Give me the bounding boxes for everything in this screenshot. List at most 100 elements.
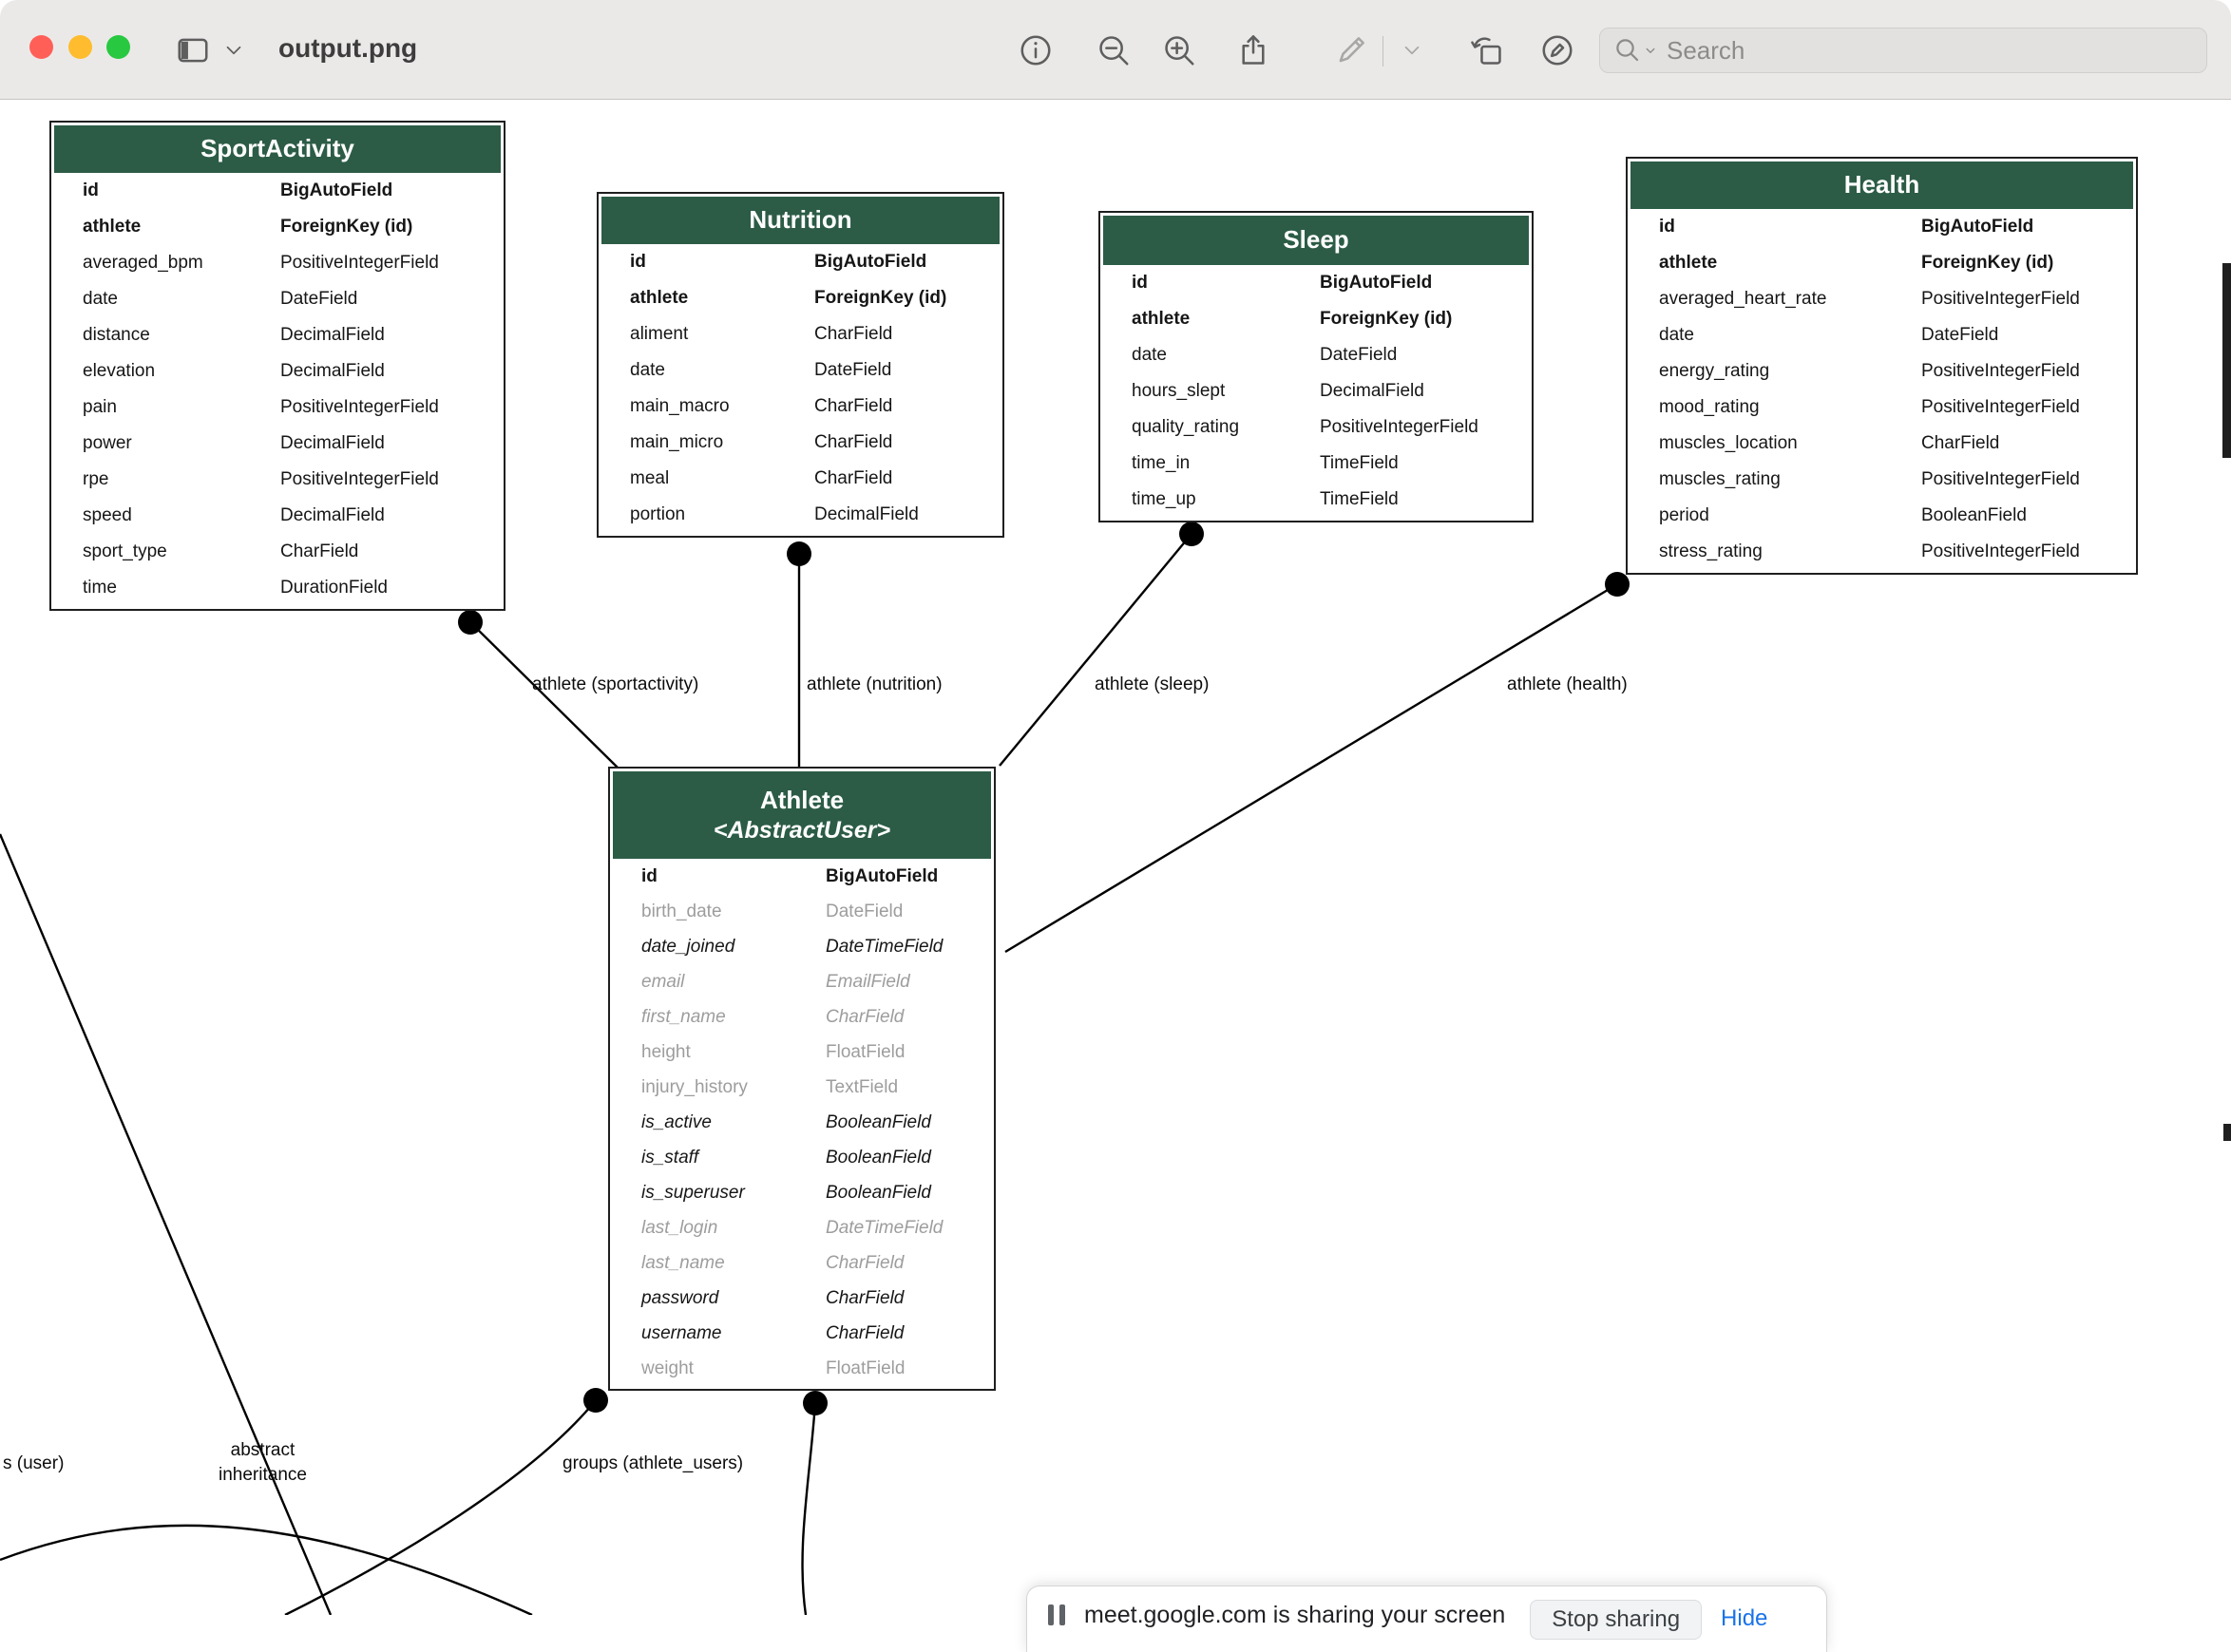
- edge-dot: [787, 541, 811, 566]
- model-table-title: Nutrition: [601, 197, 1000, 244]
- edge-label: s (user): [3, 1452, 64, 1476]
- edge-dot: [803, 1391, 828, 1415]
- model-table-title: Athlete<AbstractUser>: [613, 771, 991, 859]
- toolbar-divider: [1382, 36, 1383, 66]
- edge-label: groups (athlete_users): [563, 1452, 743, 1476]
- rotate-button[interactable]: [1461, 26, 1513, 75]
- close-button[interactable]: [29, 35, 53, 59]
- clipped-table-edge: [2222, 263, 2231, 458]
- search-field[interactable]: [1599, 28, 2207, 73]
- edge-label: athlete (health): [1507, 673, 1628, 697]
- toolbar: output.png: [0, 0, 2231, 100]
- rotate-left-icon: [1469, 32, 1505, 68]
- info-button[interactable]: [1010, 26, 1061, 75]
- markup-dropdown-button[interactable]: [1393, 26, 1431, 75]
- zoom-in-button[interactable]: [1154, 26, 1205, 75]
- info-icon: [1018, 32, 1054, 68]
- annotate-button[interactable]: [1532, 26, 1583, 75]
- search-chevron-icon: [1642, 42, 1659, 59]
- search-input[interactable]: [1667, 36, 2193, 66]
- share-icon: [1235, 32, 1271, 68]
- share-button[interactable]: [1228, 26, 1279, 75]
- zoom-out-button[interactable]: [1088, 26, 1139, 75]
- chevron-down-icon: [221, 38, 246, 63]
- share-message: meet.google.com is sharing your screen: [1084, 1602, 1505, 1629]
- window-title: output.png: [278, 33, 417, 64]
- preview-window: output.png: [0, 0, 2231, 1615]
- sidebar-dropdown-button[interactable]: [217, 26, 251, 75]
- edge-dot: [1605, 572, 1630, 597]
- edge-athlete-down: [803, 1403, 816, 1615]
- model-table-title: Sleep: [1103, 216, 1529, 265]
- zoom-window-button[interactable]: [106, 35, 130, 59]
- edge-dot: [1179, 522, 1204, 546]
- sidebar-toggle-button[interactable]: [167, 26, 219, 75]
- edge-athlete-groups: [285, 1400, 596, 1615]
- edge-cross-line-2: [0, 1526, 532, 1615]
- zoom-in-icon: [1161, 32, 1197, 68]
- stop-sharing-button[interactable]: Stop sharing: [1530, 1600, 1702, 1640]
- edge-sleep-athlete: [1000, 534, 1192, 766]
- edge-label: athlete (sportactivity): [532, 673, 698, 697]
- sidebar-icon: [175, 32, 211, 68]
- minimize-button[interactable]: [68, 35, 92, 59]
- markup-pencil-icon: [1333, 32, 1369, 68]
- markup-button[interactable]: [1325, 26, 1377, 75]
- hide-link[interactable]: Hide: [1721, 1605, 1767, 1632]
- markup-chevron-icon: [1400, 38, 1424, 63]
- pause-icon[interactable]: [1048, 1605, 1065, 1625]
- edge-dot: [583, 1388, 608, 1413]
- search-icon: [1613, 36, 1642, 65]
- edge-health-athlete: [1005, 584, 1617, 952]
- edge-dot: [458, 610, 483, 635]
